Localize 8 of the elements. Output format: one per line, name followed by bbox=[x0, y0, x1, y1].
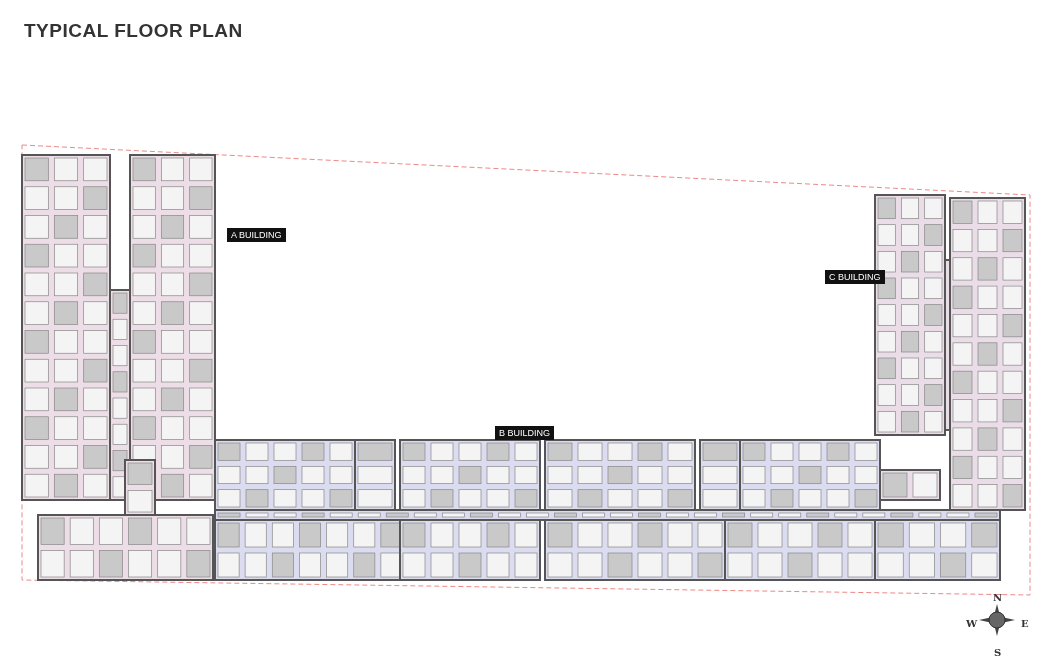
building-label: A BUILDING bbox=[227, 228, 286, 242]
compass-letter: N bbox=[993, 592, 1003, 603]
plan-title: TYPICAL FLOOR PLAN bbox=[24, 20, 243, 42]
compass-letter: S bbox=[994, 647, 1002, 658]
building-label: B BUILDING bbox=[495, 426, 554, 440]
building-label: C BUILDING bbox=[825, 270, 885, 284]
compass-letter: E bbox=[1021, 618, 1029, 629]
compass-letter: W bbox=[966, 618, 978, 629]
